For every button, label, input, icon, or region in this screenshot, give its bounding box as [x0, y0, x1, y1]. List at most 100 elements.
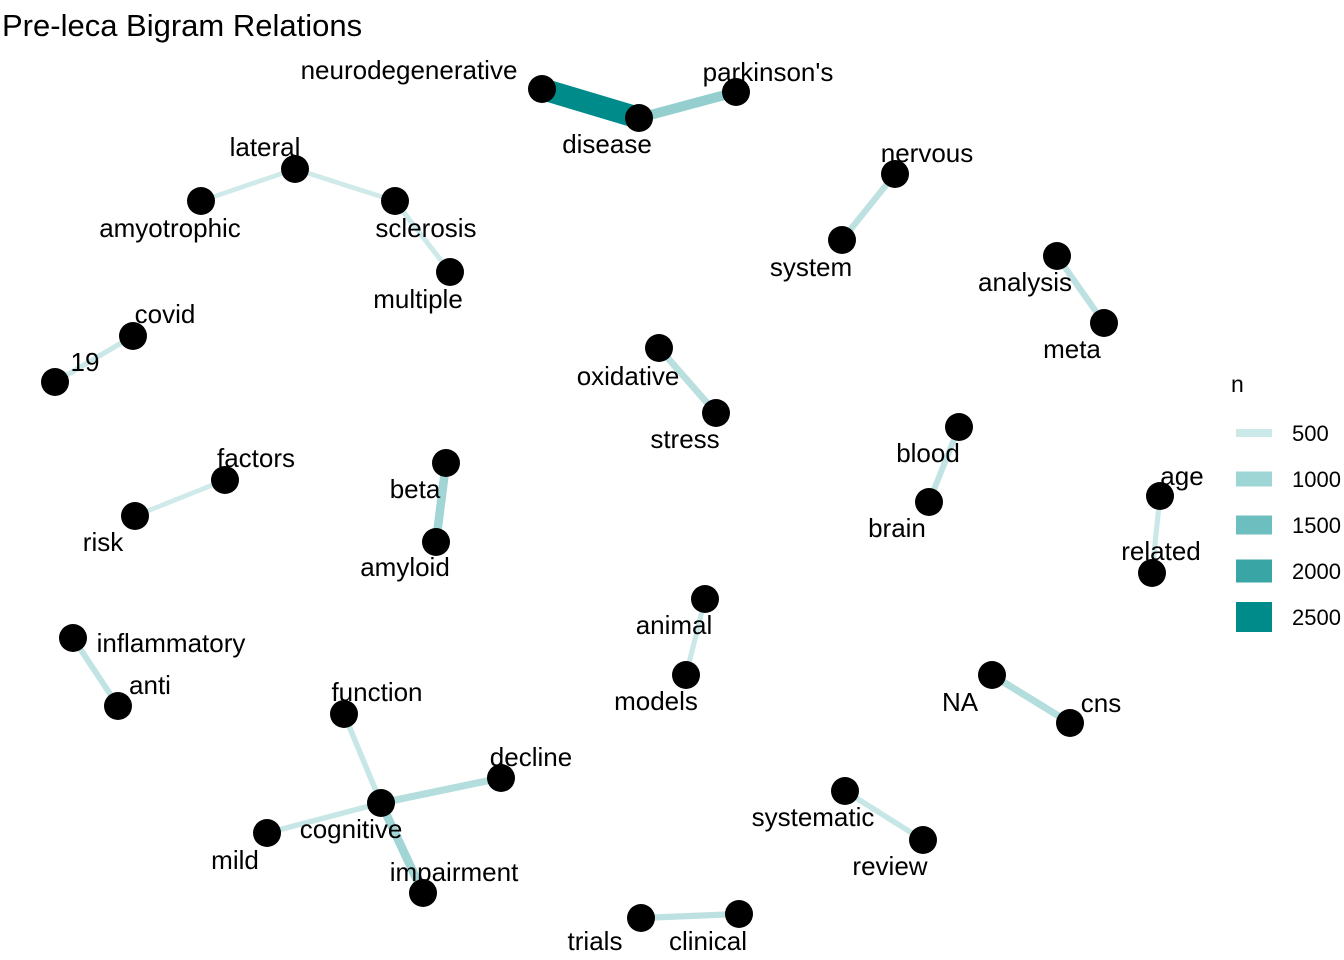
node-function	[330, 700, 358, 728]
edge-neurodegenerative-disease	[538, 78, 643, 129]
edge-na-cns	[990, 671, 1072, 727]
node-label-amyotrophic: amyotrophic	[99, 213, 241, 243]
node-label-meta: meta	[1043, 334, 1101, 364]
edge-risk-factors	[134, 477, 226, 519]
node-mild	[253, 819, 281, 847]
node-label-stress: stress	[650, 424, 719, 454]
node-brain	[915, 488, 943, 516]
node-label-blood: blood	[896, 438, 960, 468]
node-related	[1138, 559, 1166, 587]
edge-multiple-sclerosis	[393, 199, 452, 274]
node-label-factors: factors	[217, 443, 295, 473]
node-label-beta: beta	[390, 474, 441, 504]
node-label-cns: cns	[1081, 688, 1121, 718]
node-amyloid	[422, 528, 450, 556]
legend-swatch-500	[1236, 429, 1272, 437]
node-label-amyloid: amyloid	[360, 552, 450, 582]
node-meta	[1090, 309, 1118, 337]
node-label-covid: covid	[135, 299, 196, 329]
node-label-review: review	[852, 851, 927, 881]
node-anti	[104, 692, 132, 720]
edge-lateral-sclerosis	[294, 166, 396, 204]
node-clinical	[725, 900, 753, 928]
node-label-multiple: multiple	[373, 284, 463, 314]
legend-label-500: 500	[1292, 421, 1329, 446]
node-label-systematic: systematic	[752, 802, 875, 832]
node-label-clinical: clinical	[669, 926, 747, 956]
node-amyotrophic	[187, 187, 215, 215]
edge-systematic-review	[843, 788, 925, 843]
node-cognitive	[367, 789, 395, 817]
node-label-models: models	[614, 686, 698, 716]
legend-swatch-2000	[1236, 559, 1272, 583]
node-label-related: related	[1121, 536, 1201, 566]
edge-cognitive-function	[341, 712, 384, 805]
node-inflammatory	[59, 624, 87, 652]
node-multiple	[436, 258, 464, 286]
node-decline	[487, 764, 515, 792]
node-n19	[41, 368, 69, 396]
node-animal	[691, 585, 719, 613]
node-label-inflammatory: inflammatory	[97, 628, 246, 658]
node-beta	[432, 449, 460, 477]
page-title: Pre-leca Bigram Relations	[2, 8, 363, 43]
node-label-brain: brain	[868, 513, 926, 543]
edge-parkinsons-disease	[637, 87, 738, 123]
node-disease	[625, 104, 653, 132]
legend-swatch-1500	[1236, 515, 1272, 535]
node-neurodegenerative	[528, 75, 556, 103]
node-label-system: system	[770, 252, 852, 282]
node-impairment	[409, 879, 437, 907]
legend-label-1000: 1000	[1292, 467, 1341, 492]
node-label-oxidative: oxidative	[577, 361, 680, 391]
node-oxidative	[645, 334, 673, 362]
edge-clinical-trials	[640, 910, 740, 922]
legend-swatch-2500	[1236, 602, 1272, 632]
node-parkinsons	[722, 78, 750, 106]
node-label-analysis: analysis	[978, 267, 1072, 297]
node-label-function: function	[331, 677, 422, 707]
node-risk	[121, 502, 149, 530]
legend-label-2500: 2500	[1292, 605, 1341, 630]
node-label-animal: animal	[636, 610, 713, 640]
node-label-neurodegenerative: neurodegenerative	[301, 55, 518, 85]
node-factors	[211, 466, 239, 494]
node-nervous	[881, 160, 909, 188]
node-models	[672, 661, 700, 689]
node-label-trials: trials	[568, 926, 623, 956]
node-cns	[1056, 709, 1084, 737]
node-label-risk: risk	[83, 527, 124, 557]
node-label-age: age	[1160, 461, 1203, 491]
node-label-lateral: lateral	[230, 132, 301, 162]
node-system	[828, 226, 856, 254]
node-label-na: NA	[942, 687, 979, 717]
node-label-impairment: impairment	[390, 857, 519, 887]
edge-oxidative-stress	[656, 345, 719, 416]
legend-label-1500: 1500	[1292, 513, 1341, 538]
node-review	[909, 826, 937, 854]
node-age	[1146, 482, 1174, 510]
node-covid	[119, 322, 147, 350]
edge-mild-cognitive	[266, 800, 382, 836]
edge-covid-n19	[53, 333, 135, 385]
node-label-sclerosis: sclerosis	[375, 213, 476, 243]
node-na	[978, 661, 1006, 689]
node-layer	[41, 75, 1174, 932]
node-label-nervous: nervous	[881, 138, 974, 168]
node-label-disease: disease	[562, 129, 652, 159]
legend-label-2000: 2000	[1292, 559, 1341, 584]
node-blood	[945, 413, 973, 441]
node-label-parkinsons: parkinson's	[703, 57, 834, 87]
legend-swatch-1000	[1236, 471, 1272, 487]
node-label-decline: decline	[490, 742, 572, 772]
node-label-anti: anti	[129, 670, 171, 700]
node-label-cognitive: cognitive	[300, 814, 403, 844]
node-sclerosis	[381, 187, 409, 215]
edge-nervous-system	[839, 172, 898, 242]
edge-cognitive-decline	[380, 774, 502, 807]
node-analysis	[1043, 242, 1071, 270]
edge-cognitive-impairment	[377, 801, 427, 895]
node-label-n19: 19	[71, 347, 100, 377]
